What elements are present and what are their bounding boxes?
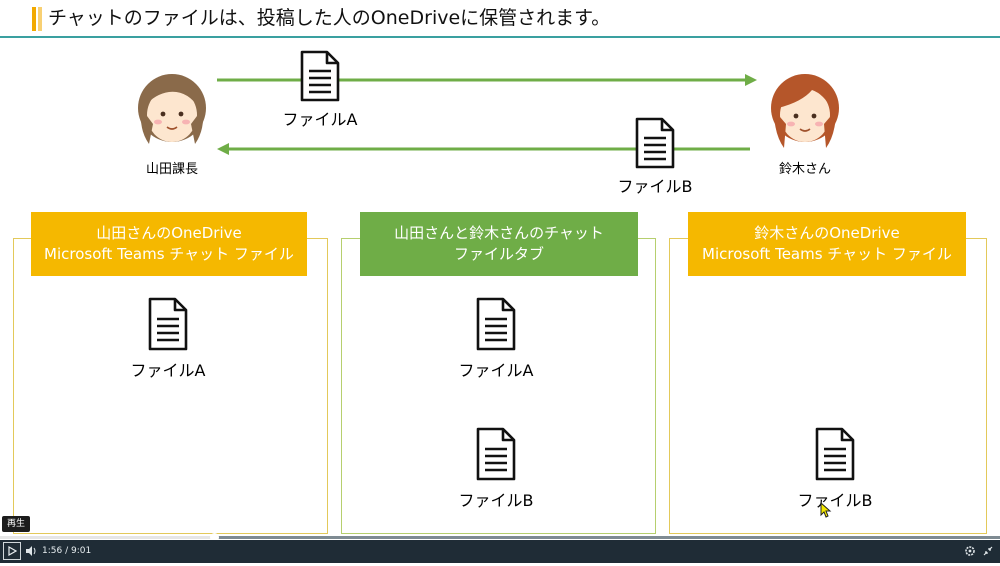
fullscreen-exit-button[interactable] (982, 542, 994, 566)
person-avatar-left-icon (138, 74, 206, 144)
document-icon (476, 297, 516, 351)
person-label-suzuki: 鈴木さん (778, 162, 831, 177)
panel-header-yamada: 山田さんのOneDrive Microsoft Teams チャット ファイル (31, 212, 307, 276)
file-item: ファイルB (795, 427, 875, 511)
panel-header-yamada-line2: Microsoft Teams チャット ファイル (44, 245, 294, 263)
duration: 9:01 (71, 546, 92, 556)
panel-header-chat-line2: ファイルタブ (453, 245, 544, 263)
arrow-label-bottom: ファイルB (617, 177, 693, 196)
current-time: 1:56 (42, 546, 63, 556)
play-button[interactable] (3, 542, 21, 560)
person-label-yamada: 山田課長 (145, 162, 198, 177)
volume-button[interactable] (25, 542, 37, 566)
file-item: ファイルA (128, 297, 208, 381)
panel-yamada-onedrive (13, 238, 328, 534)
play-icon (8, 546, 17, 556)
panel-header-suzuki: 鈴木さんのOneDrive Microsoft Teams チャット ファイル (688, 212, 966, 276)
settings-button[interactable] (964, 542, 976, 566)
person-yamada: 山田課長 (122, 68, 222, 177)
time-display: 1:56 / 9:01 (42, 542, 91, 560)
document-icon (300, 50, 340, 102)
person-suzuki: 鈴木さん (760, 68, 850, 177)
file-item: ファイルB (456, 427, 536, 511)
panel-header-chat-line1: 山田さんと鈴木さんのチャット (394, 224, 604, 242)
play-tooltip: 再生 (2, 516, 31, 532)
document-icon (476, 427, 516, 481)
arrow-label-top: ファイルA (282, 110, 358, 129)
panel-header-suzuki-line1: 鈴木さんのOneDrive (754, 224, 900, 242)
file-name: ファイルB (797, 491, 873, 510)
volume-icon (26, 546, 36, 556)
title-accent-bar (32, 7, 36, 31)
file-item: ファイルA (456, 297, 536, 381)
player-control-bar (0, 540, 1000, 563)
mouse-cursor-icon (820, 502, 832, 518)
panel-header-chat: 山田さんと鈴木さんのチャット ファイルタブ (360, 212, 638, 276)
file-name: ファイルB (458, 491, 534, 510)
time-separator: / (65, 546, 69, 556)
progress-knob[interactable] (210, 533, 219, 542)
title-accent-bar-secondary (38, 7, 42, 31)
person-avatar-right-icon (771, 74, 839, 148)
document-icon (148, 297, 188, 351)
slide-title: チャットのファイルは、投稿した人のOneDriveに保管されます。 (48, 7, 611, 29)
document-icon (635, 117, 675, 169)
fullscreen-exit-icon (983, 546, 993, 556)
arrow-document-b: ファイルB (615, 117, 695, 197)
title-underline (0, 36, 1000, 38)
progress-fill (0, 536, 214, 539)
progress-track[interactable] (0, 536, 1000, 539)
document-icon (815, 427, 855, 481)
settings-gear-icon (965, 546, 975, 556)
file-name: ファイルA (458, 361, 534, 380)
file-name: ファイルA (130, 361, 206, 380)
panel-header-yamada-line1: 山田さんのOneDrive (96, 224, 242, 242)
arrow-document-a: ファイルA (280, 50, 360, 130)
panel-header-suzuki-line2: Microsoft Teams チャット ファイル (702, 245, 952, 263)
